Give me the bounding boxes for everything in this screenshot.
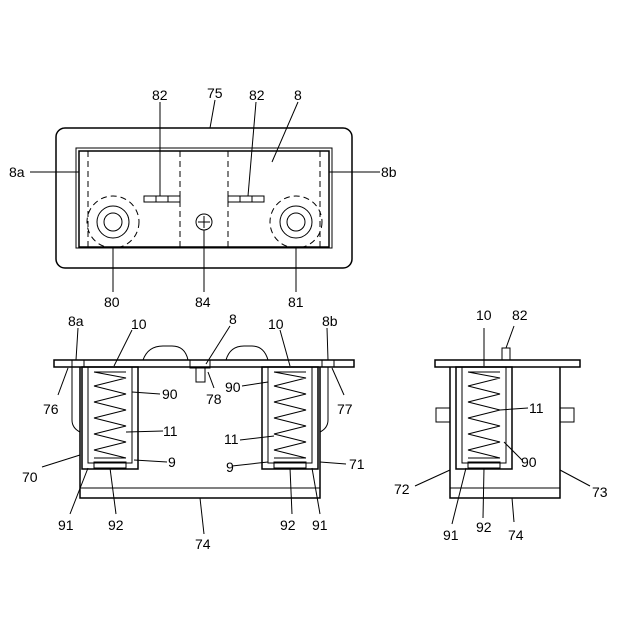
- label-91: 91: [312, 517, 328, 533]
- label-71: 71: [349, 456, 365, 472]
- label-11: 11: [529, 400, 544, 416]
- terminal-80: [87, 196, 139, 248]
- label-11: 11: [224, 431, 239, 447]
- label-74: 74: [195, 536, 211, 552]
- label-82: 82: [512, 307, 528, 323]
- label-92: 92: [280, 517, 296, 533]
- label-9: 9: [168, 454, 176, 470]
- leader: [272, 102, 298, 162]
- terminal-81: [270, 196, 322, 248]
- side-top-plate: [435, 360, 580, 367]
- label-84: 84: [195, 294, 211, 310]
- label-10: 10: [131, 316, 147, 332]
- label-92: 92: [108, 517, 124, 533]
- label-72: 72: [394, 481, 410, 497]
- label-75: 75: [207, 85, 223, 101]
- side-spring-holder: [456, 367, 512, 469]
- label-77: 77: [337, 401, 353, 417]
- label-78: 78: [206, 391, 222, 407]
- label-11: 11: [163, 423, 178, 439]
- label-73: 73: [592, 484, 608, 500]
- side-lip: [72, 367, 80, 432]
- label-91: 91: [443, 527, 459, 543]
- top-plate-8: [54, 360, 354, 367]
- label-10: 10: [268, 316, 284, 332]
- label-76: 76: [43, 401, 59, 417]
- leader: [210, 100, 215, 128]
- label-74: 74: [508, 527, 524, 543]
- bump: [226, 346, 268, 360]
- label-8a: 8a: [68, 313, 84, 329]
- side-container-body: [450, 367, 560, 498]
- tab-82: [502, 348, 510, 360]
- label-8: 8: [294, 87, 302, 103]
- spring-holder-left: [82, 367, 138, 469]
- label-8: 8: [229, 311, 237, 327]
- side-section-view: 10 82 11 90 72 73 91 92 74: [394, 307, 608, 543]
- label-82: 82: [152, 87, 168, 103]
- screw-84-icon: [196, 214, 212, 230]
- leader: [248, 102, 256, 196]
- container-body: [80, 367, 320, 498]
- label-8b: 8b: [381, 164, 397, 180]
- screw-shank-84: [196, 368, 205, 382]
- side-tab-left: [436, 408, 450, 422]
- label-70: 70: [22, 469, 38, 485]
- slot-82-right: [228, 196, 264, 202]
- spring-holder-right: [262, 367, 318, 469]
- label-81: 81: [288, 294, 304, 310]
- label-80: 80: [104, 294, 120, 310]
- side-tab-right: [560, 408, 574, 422]
- label-90: 90: [162, 386, 178, 402]
- top-view: 82 75 82 8 8a 8b 80 84 81: [9, 85, 397, 310]
- label-82: 82: [249, 87, 265, 103]
- front-section-view: 8a 10 8 10 8b 76 90 78 90 77 11 11 9 9 7…: [22, 311, 365, 552]
- label-90: 90: [521, 454, 537, 470]
- label-10: 10: [476, 307, 492, 323]
- slot-82-left: [144, 196, 180, 202]
- bump: [143, 346, 188, 360]
- side-lip: [320, 367, 328, 432]
- label-92: 92: [476, 519, 492, 535]
- label-90: 90: [225, 379, 241, 395]
- label-91: 91: [58, 517, 74, 533]
- label-8a: 8a: [9, 164, 25, 180]
- label-8b: 8b: [322, 313, 338, 329]
- label-9: 9: [226, 459, 234, 475]
